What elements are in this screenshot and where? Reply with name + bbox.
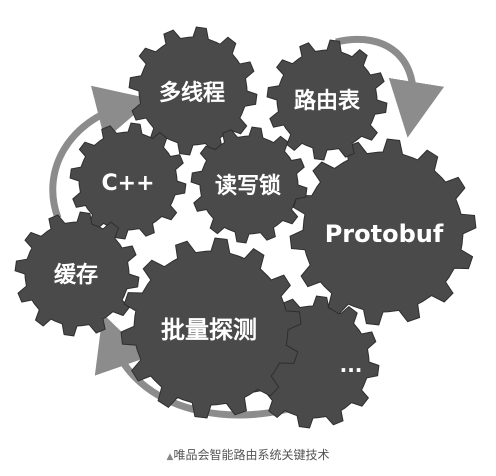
- gear-label-protobuf: Protobuf: [325, 220, 444, 248]
- gear-routing-table: 路由表: [266, 39, 388, 161]
- gear-batch-probe-shape: [120, 237, 302, 419]
- caption-text: 唯品会智能路由系统关键技术: [173, 448, 330, 462]
- gear-batch-probe: 批量探测: [120, 237, 302, 419]
- gear-label-multithread: 多线程: [159, 80, 225, 106]
- arrow-top-right: [335, 35, 445, 138]
- gear-cache-shape: [14, 211, 140, 337]
- gear-label-cache: 缓存: [54, 262, 98, 288]
- gear-rwlock-shape: [190, 126, 308, 244]
- gear-label-rwlock: 读写锁: [215, 173, 281, 199]
- gear-label-cpp: C++: [101, 171, 154, 196]
- gear-multithread-shape: [128, 26, 258, 156]
- caption-icon: ▲: [166, 452, 174, 462]
- gear-routing-table-shape: [266, 39, 388, 161]
- gear-protobuf-shape: [289, 138, 477, 326]
- gear-label-batch-probe: 批量探测: [161, 316, 257, 344]
- gear-cpp-shape: [69, 122, 187, 240]
- gear-protobuf: Protobuf: [289, 138, 477, 326]
- figure-caption: ▲唯品会智能路由系统关键技术: [0, 446, 496, 463]
- gears: ... Protobuf 路由表 多线程 C++ 读写锁 缓存 批量探测: [14, 26, 477, 429]
- gear-multithread: 多线程: [128, 26, 258, 156]
- gear-label-routing-table: 路由表: [294, 88, 361, 114]
- gear-cache: 缓存: [14, 211, 140, 337]
- gear-cpp: C++: [69, 122, 187, 240]
- arrow-left: [49, 85, 153, 220]
- gear-rwlock: 读写锁: [190, 126, 308, 244]
- gear-label-more: ...: [340, 353, 363, 377]
